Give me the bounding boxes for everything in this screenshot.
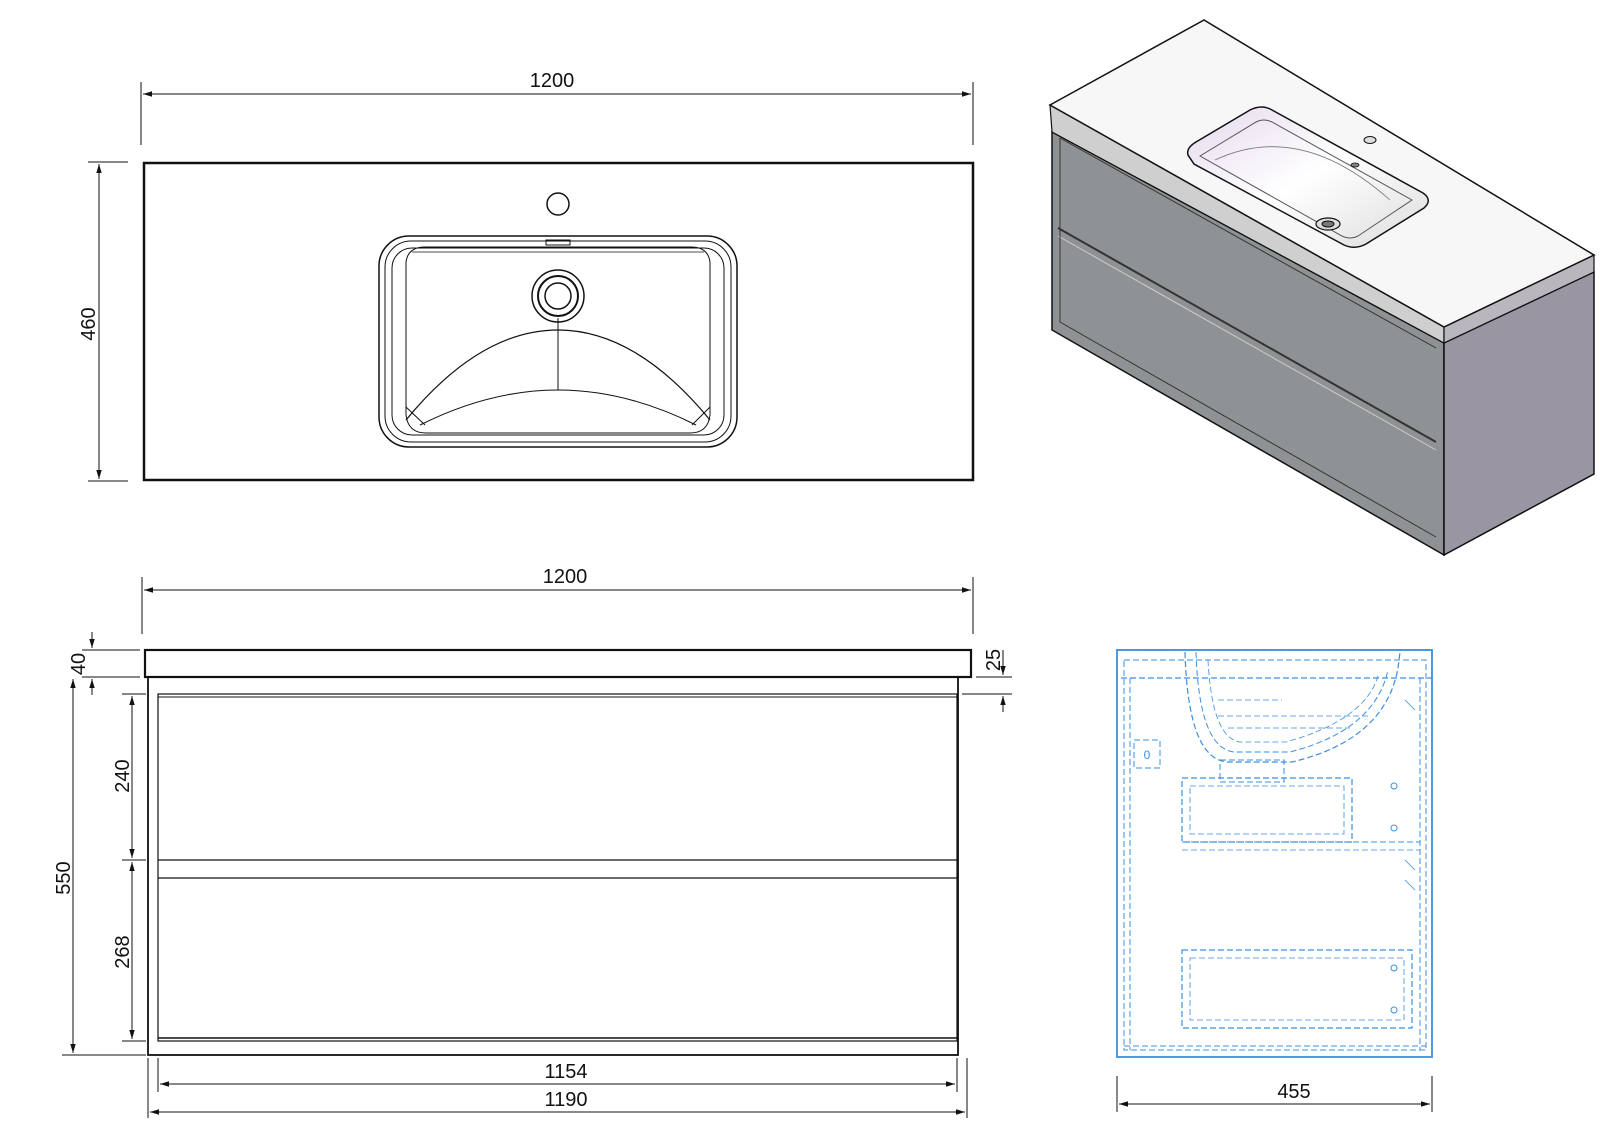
iso-tap-hole bbox=[1363, 136, 1377, 144]
dim-front-width: 1200 bbox=[543, 566, 588, 588]
dim-drawer-upper: 240 bbox=[112, 759, 134, 792]
iso-drain-hole bbox=[1321, 220, 1335, 228]
side-bracket-label: 0 bbox=[1144, 748, 1151, 762]
side-drawer-upper-inner bbox=[1189, 785, 1345, 835]
basin-rim bbox=[384, 240, 732, 443]
side-drawer-upper bbox=[1181, 777, 1353, 843]
dim-inner-width: 1154 bbox=[544, 1061, 587, 1083]
iso-basin-curve bbox=[1214, 146, 1391, 201]
dim-recess: 25 bbox=[983, 649, 1005, 671]
basin-curve-inner bbox=[419, 389, 697, 426]
front-cabinet-body bbox=[147, 676, 959, 1056]
side-fixing bbox=[1390, 1006, 1398, 1014]
side-bracket bbox=[1133, 739, 1161, 769]
iso-basin-outer bbox=[1186, 106, 1429, 248]
top-view: 1200 460 bbox=[78, 70, 975, 482]
basin-corner bbox=[405, 406, 711, 426]
overflow-slot bbox=[545, 239, 571, 246]
side-view: 0 455 bbox=[1116, 649, 1433, 1112]
side-fixing bbox=[1390, 782, 1398, 790]
basin-inner bbox=[391, 247, 725, 436]
side-drawer-lower-inner bbox=[1189, 957, 1405, 1021]
side-drawer-lower bbox=[1181, 949, 1413, 1029]
side-fixing bbox=[1390, 824, 1398, 832]
dim-drawer-lower: 268 bbox=[112, 935, 134, 968]
side-basin-inner2 bbox=[1207, 659, 1379, 743]
side-basin-hatch bbox=[1218, 699, 1368, 729]
dim-cabinet-height: 550 bbox=[53, 861, 75, 894]
side-basin-inner bbox=[1195, 651, 1389, 753]
drain-ring bbox=[537, 275, 579, 317]
iso-basin-inner bbox=[1199, 119, 1413, 239]
side-body-hidden bbox=[1123, 659, 1427, 1051]
dim-side-depth: 455 bbox=[1277, 1081, 1310, 1103]
drain-outer bbox=[531, 269, 585, 323]
front-view: 1200 40 550 240 268 25 bbox=[53, 566, 1012, 1118]
cabinet-frame-top bbox=[1059, 137, 1437, 349]
tap-hole bbox=[546, 192, 570, 216]
side-countertop bbox=[1116, 649, 1433, 679]
cabinet-frame bbox=[1059, 138, 1437, 538]
isometric-view bbox=[1048, 19, 1596, 557]
dim-top-thickness: 40 bbox=[68, 653, 90, 675]
dim-top-width: 1200 bbox=[530, 70, 575, 92]
front-cabinet-inner bbox=[157, 693, 958, 1042]
drawer-gap bbox=[1057, 227, 1437, 443]
side-outline bbox=[1116, 649, 1433, 1058]
countertop-outline bbox=[142, 161, 975, 482]
drain-inner bbox=[544, 282, 572, 310]
basin-outer bbox=[378, 235, 738, 448]
drawer-gap-highlight bbox=[1057, 235, 1437, 451]
iso-overflow bbox=[1350, 162, 1360, 168]
side-drain-pipe bbox=[1219, 759, 1285, 783]
dim-body-width: 1190 bbox=[544, 1089, 587, 1111]
front-countertop bbox=[143, 648, 973, 679]
dim-top-depth: 460 bbox=[78, 307, 100, 340]
basin-floor bbox=[405, 246, 711, 434]
side-basin-profile bbox=[1184, 651, 1401, 763]
side-fixing bbox=[1390, 964, 1398, 972]
side-fixing-marks bbox=[1404, 699, 1416, 891]
